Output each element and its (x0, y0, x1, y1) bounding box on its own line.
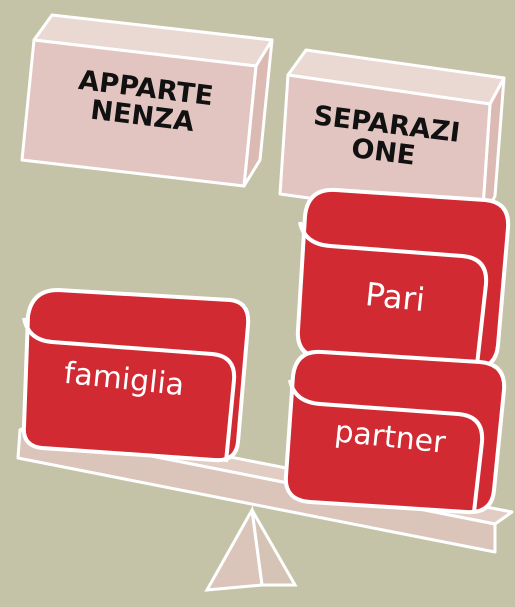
fulcrum (204, 505, 298, 592)
separazione-box (278, 48, 506, 224)
partner-block (283, 349, 507, 515)
famiglia-block (21, 288, 251, 463)
appartenenza-box (20, 13, 274, 188)
